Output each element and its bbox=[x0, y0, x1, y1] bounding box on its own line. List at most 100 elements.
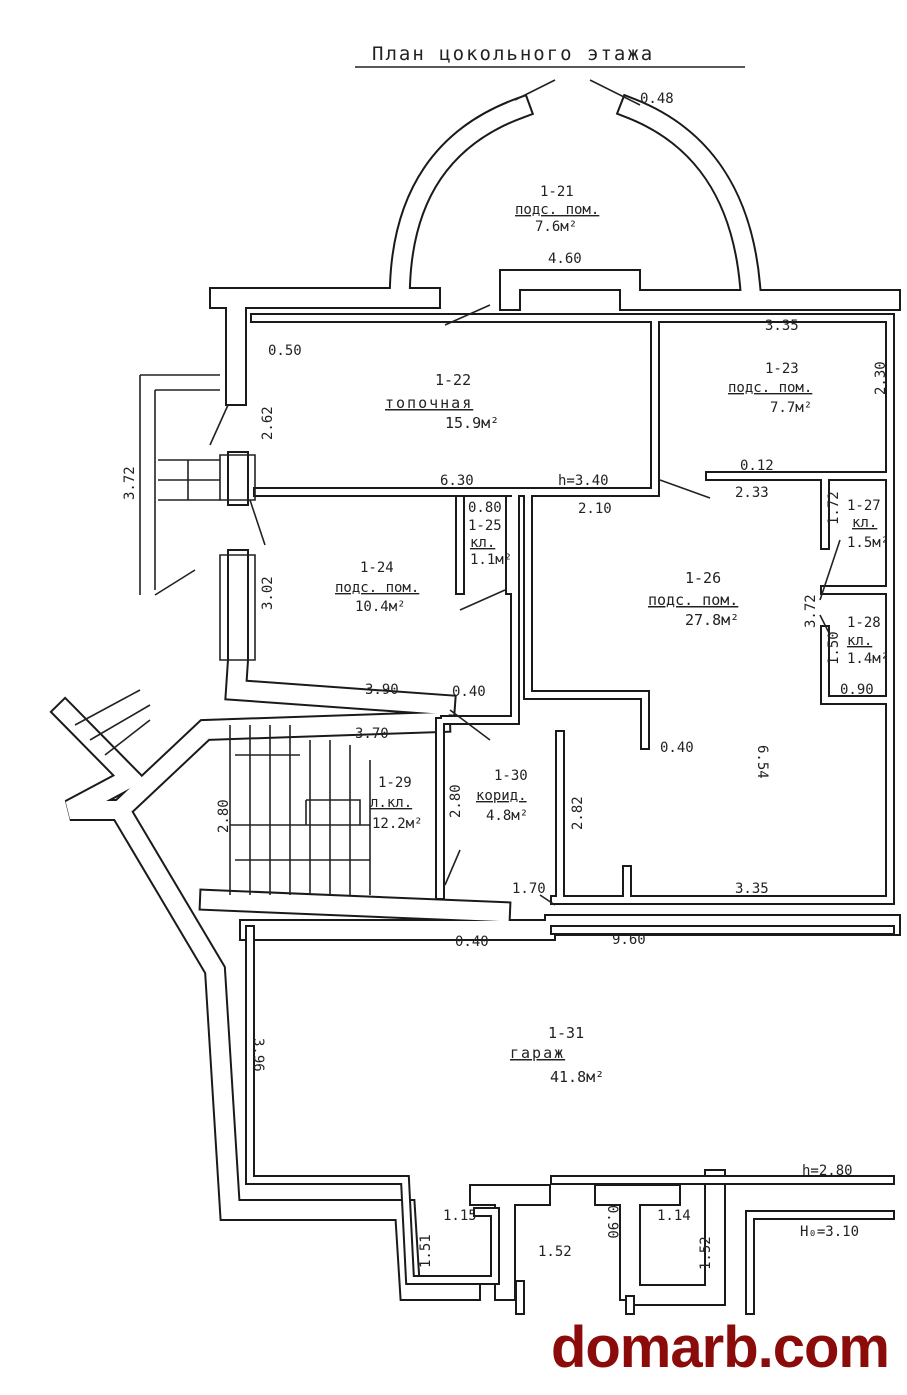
svg-text:кл.: кл. bbox=[470, 535, 495, 551]
room-1-23: 1-23 подс. пом. 7.7м² bbox=[728, 361, 812, 416]
svg-text:гараж: гараж bbox=[510, 1044, 565, 1062]
svg-text:15.9м²: 15.9м² bbox=[445, 414, 499, 432]
wall-fill bbox=[457, 497, 513, 593]
svg-text:3.35: 3.35 bbox=[735, 881, 769, 897]
svg-text:1-28: 1-28 bbox=[847, 615, 881, 631]
svg-text:1.70: 1.70 bbox=[512, 881, 546, 897]
svg-text:0.12: 0.12 bbox=[740, 458, 774, 474]
svg-text:1.5м²: 1.5м² bbox=[847, 535, 889, 551]
svg-text:3.90: 3.90 bbox=[365, 682, 399, 698]
svg-text:3.72: 3.72 bbox=[803, 594, 819, 628]
svg-text:2.33: 2.33 bbox=[735, 485, 769, 501]
svg-text:подс. пом.: подс. пом. bbox=[335, 580, 419, 596]
svg-text:топочная: топочная bbox=[385, 394, 473, 412]
svg-text:h=3.40: h=3.40 bbox=[558, 473, 609, 489]
room-1-25: 1-25 кл. 1.1м² bbox=[468, 518, 512, 568]
svg-text:2.10: 2.10 bbox=[578, 501, 612, 517]
svg-text:3.96: 3.96 bbox=[250, 1038, 266, 1072]
room-1-29: 1-29 л.кл. 12.2м² bbox=[370, 775, 423, 832]
room-1-26: 1-26 подс. пом. 27.8м² bbox=[648, 569, 739, 629]
wall-fill bbox=[437, 317, 893, 903]
svg-text:подс. пом.: подс. пом. bbox=[648, 591, 738, 609]
svg-text:41.8м²: 41.8м² bbox=[550, 1068, 604, 1086]
wall-fill bbox=[517, 1282, 633, 1313]
svg-text:2.80: 2.80 bbox=[448, 784, 464, 818]
wall-fill bbox=[707, 473, 893, 703]
wall-outline bbox=[209, 287, 441, 406]
svg-text:7.7м²: 7.7м² bbox=[770, 400, 812, 416]
wall-fill bbox=[107, 712, 510, 922]
svg-text:1.51: 1.51 bbox=[418, 1234, 434, 1268]
wall-fill bbox=[247, 927, 498, 1283]
svg-text:12.2м²: 12.2м² bbox=[372, 816, 423, 832]
svg-text:9.60: 9.60 bbox=[612, 932, 646, 948]
svg-text:3.70: 3.70 bbox=[355, 726, 389, 742]
wall-outline bbox=[245, 925, 500, 1285]
svg-text:кл.: кл. bbox=[847, 633, 872, 649]
svg-text:подс. пом.: подс. пом. bbox=[515, 202, 599, 218]
room-1-22: 1-22 топочная 15.9м² bbox=[385, 371, 499, 432]
svg-text:кл.: кл. bbox=[852, 515, 877, 531]
wall-outline bbox=[515, 1280, 635, 1315]
svg-text:1.14: 1.14 bbox=[657, 1208, 691, 1224]
svg-text:1.1м²: 1.1м² bbox=[470, 552, 512, 568]
svg-text:корид.: корид. bbox=[476, 788, 527, 804]
wall-fill bbox=[211, 289, 439, 404]
wall-fill bbox=[390, 96, 532, 295]
svg-text:10.4м²: 10.4м² bbox=[355, 599, 406, 615]
dimension-labels: 0.48 4.60 3.35 0.50 2.62 2.30 3.72 6.30 … bbox=[122, 91, 889, 1270]
watermark-logo: domarb.com bbox=[550, 1315, 890, 1380]
svg-text:0.90: 0.90 bbox=[604, 1205, 620, 1239]
svg-text:1-24: 1-24 bbox=[360, 560, 394, 576]
svg-text:2.30: 2.30 bbox=[873, 361, 889, 395]
wall-fill bbox=[618, 96, 760, 295]
svg-text:6.54: 6.54 bbox=[754, 745, 770, 779]
svg-text:27.8м²: 27.8м² bbox=[685, 611, 739, 629]
wall-fill bbox=[525, 492, 648, 748]
svg-text:1-22: 1-22 bbox=[435, 371, 471, 389]
svg-text:1.72: 1.72 bbox=[826, 491, 842, 525]
svg-text:3.02: 3.02 bbox=[260, 576, 276, 610]
svg-text:2.80: 2.80 bbox=[216, 799, 232, 833]
wall-outline bbox=[523, 490, 650, 750]
svg-text:1-30: 1-30 bbox=[494, 768, 528, 784]
staircase bbox=[74, 374, 371, 895]
plan-title: План цокольного этажа bbox=[372, 43, 654, 65]
wall-fill bbox=[501, 271, 899, 309]
room-1-31: 1-31 гараж 41.8м² bbox=[510, 1024, 604, 1086]
svg-text:1-26: 1-26 bbox=[685, 569, 721, 587]
svg-text:0.80: 0.80 bbox=[468, 500, 502, 516]
svg-text:4.8м²: 4.8м² bbox=[486, 808, 528, 824]
svg-text:0.90: 0.90 bbox=[840, 682, 874, 698]
svg-text:3.72: 3.72 bbox=[122, 466, 138, 500]
svg-text:0.40: 0.40 bbox=[660, 740, 694, 756]
svg-text:1-29: 1-29 bbox=[378, 775, 412, 791]
svg-text:1-23: 1-23 bbox=[765, 361, 799, 377]
room-1-28: 1-28 кл. 1.4м² bbox=[847, 615, 889, 667]
svg-text:1.52: 1.52 bbox=[698, 1236, 714, 1270]
room-1-27: 1-27 кл. 1.5м² bbox=[847, 498, 889, 551]
svg-text:1.4м²: 1.4м² bbox=[847, 651, 889, 667]
wall-fill bbox=[552, 927, 893, 1313]
svg-text:0.40: 0.40 bbox=[452, 684, 486, 700]
wall-fill bbox=[442, 492, 518, 723]
svg-text:1-21: 1-21 bbox=[540, 184, 574, 200]
svg-text:л.кл.: л.кл. bbox=[370, 795, 412, 811]
svg-text:2.62: 2.62 bbox=[260, 406, 276, 440]
svg-text:2.82: 2.82 bbox=[570, 796, 586, 830]
svg-text:H₀=3.10: H₀=3.10 bbox=[800, 1224, 859, 1240]
room-1-30: 1-30 корид. 4.8м² bbox=[476, 768, 528, 824]
svg-text:0.40: 0.40 bbox=[455, 934, 489, 950]
svg-text:0.50: 0.50 bbox=[268, 343, 302, 359]
walls bbox=[49, 93, 901, 1315]
svg-text:3.35: 3.35 bbox=[765, 318, 799, 334]
svg-text:1.50: 1.50 bbox=[826, 631, 842, 665]
svg-text:1-25: 1-25 bbox=[468, 518, 502, 534]
svg-text:1-31: 1-31 bbox=[548, 1024, 584, 1042]
svg-text:1-27: 1-27 bbox=[847, 498, 881, 514]
svg-text:4.60: 4.60 bbox=[548, 251, 582, 267]
svg-text:подс. пом.: подс. пом. bbox=[728, 380, 812, 396]
svg-text:0.48: 0.48 bbox=[640, 91, 674, 107]
svg-text:7.6м²: 7.6м² bbox=[535, 219, 577, 235]
